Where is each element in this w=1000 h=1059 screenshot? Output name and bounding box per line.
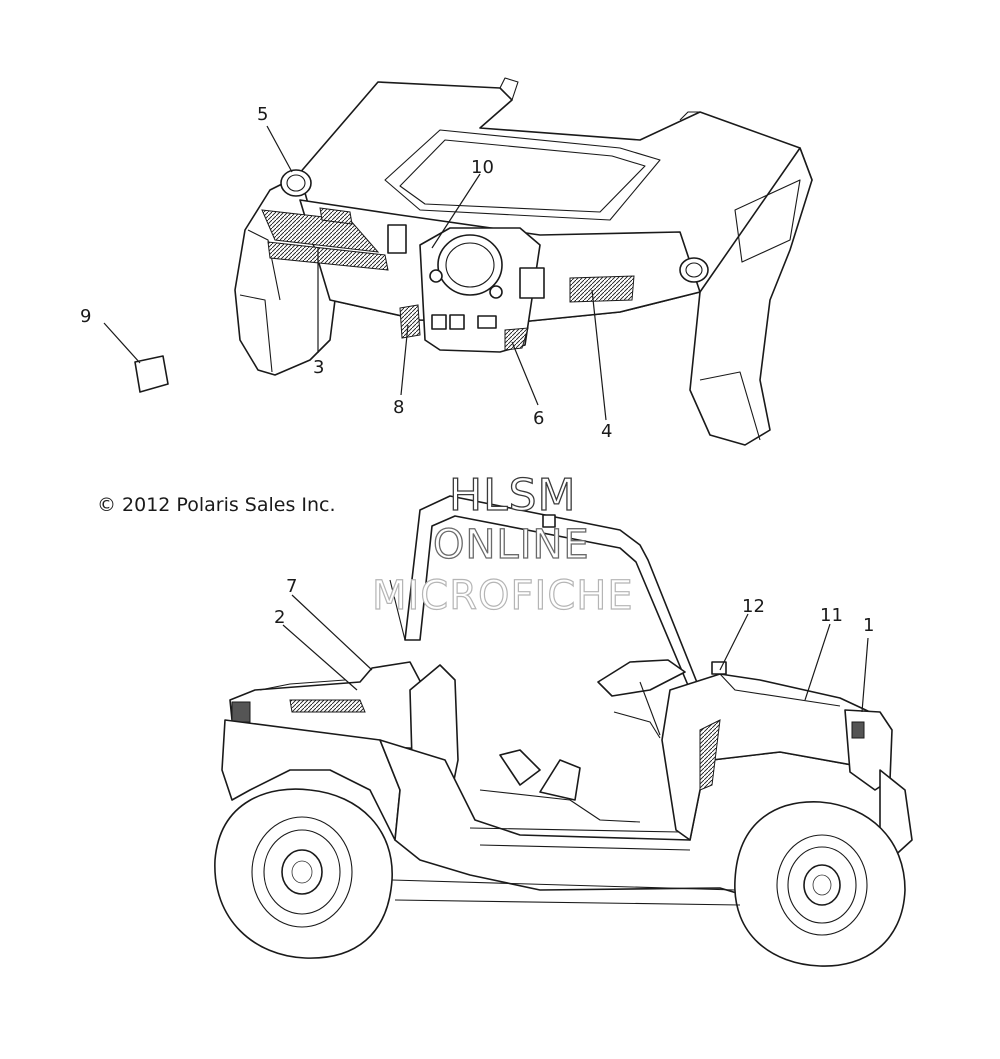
decal-4 [569, 275, 635, 303]
leader-2 [282, 624, 358, 691]
callout-9: 9 [80, 306, 91, 327]
leader-8 [400, 324, 409, 396]
watermark-line-3: MICROFICHE [371, 572, 634, 619]
copyright-notice: © 2012 Polaris Sales Inc. [97, 494, 336, 516]
watermark-line-1: HLSM [448, 469, 577, 521]
callout-1: 1 [863, 615, 874, 636]
leader-6 [511, 341, 539, 406]
leader-5 [266, 125, 293, 173]
decal-6 [504, 327, 529, 351]
callout-numbers: 5 10 9 3 8 6 4 7 2 12 11 1 [80, 104, 874, 636]
decal-8 [399, 304, 421, 339]
vehicle-side-view [214, 495, 913, 967]
callout-10: 10 [471, 157, 494, 178]
leader-lines [103, 125, 869, 713]
callout-8: 8 [393, 397, 404, 418]
speaker-right [679, 257, 709, 283]
callout-5: 5 [257, 104, 268, 125]
callout-6: 6 [533, 408, 544, 429]
callout-11: 11 [820, 605, 843, 626]
leader-10 [431, 173, 481, 249]
leader-7 [291, 594, 373, 671]
dashboard-assembly [234, 77, 813, 446]
decal-9 [134, 355, 169, 393]
leader-9 [103, 322, 141, 364]
callout-12: 12 [742, 596, 765, 617]
leader-11 [804, 623, 831, 701]
callout-3: 3 [313, 357, 324, 378]
watermark-line-2: ONLINE [432, 521, 590, 568]
leader-4 [591, 289, 607, 421]
front-wheel [734, 801, 906, 967]
leader-12 [719, 613, 749, 671]
callout-4: 4 [601, 421, 612, 442]
leader-1 [861, 637, 869, 713]
callout-2: 2 [274, 607, 285, 628]
rear-wheel [214, 788, 393, 959]
callout-7: 7 [286, 576, 297, 597]
steering-wheel [597, 659, 686, 697]
speaker-left [280, 169, 312, 197]
